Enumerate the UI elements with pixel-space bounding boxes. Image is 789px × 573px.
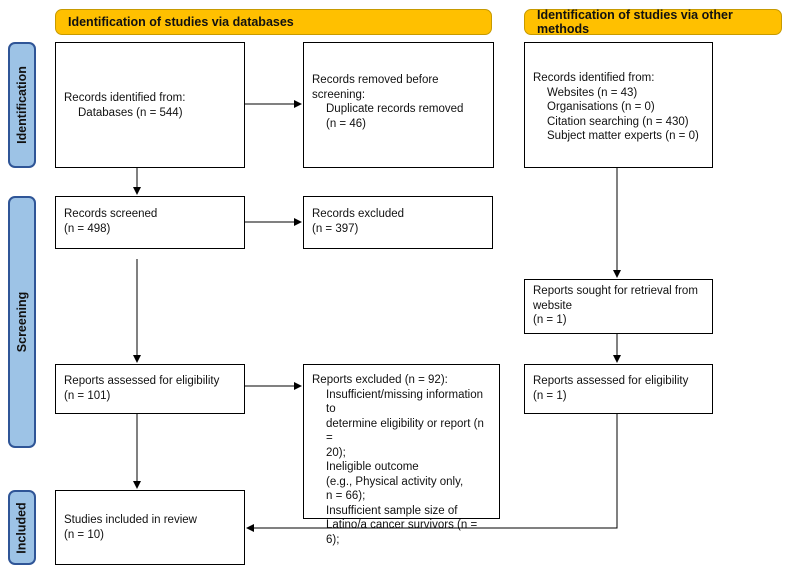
box-line: Citation searching (n = 430)	[547, 115, 689, 128]
box-line: screening:	[312, 88, 366, 101]
box-line: Websites (n = 43)	[547, 86, 638, 99]
box-line: determine eligibility or report (n =	[326, 417, 484, 445]
box-line: Records excluded	[312, 208, 405, 220]
records-excluded-box: Records excluded (n = 397)	[303, 196, 493, 249]
box-line: (n = 397)	[312, 222, 359, 235]
box-line: Records removed before	[312, 74, 439, 86]
studies-included-box: Studies included in review (n = 10)	[55, 490, 245, 565]
phase-identification-label: Identification	[15, 66, 29, 144]
box-line: (n = 1)	[533, 314, 567, 326]
box-line: (n = 10)	[64, 528, 104, 541]
box-line: Organisations (n = 0)	[547, 101, 655, 113]
box-line: Duplicate records removed	[326, 103, 464, 115]
phase-identification: Identification	[8, 42, 36, 168]
records-screened-box: Records screened (n = 498)	[55, 196, 245, 249]
box-line: Reports sought for retrieval from	[533, 285, 698, 297]
box-line: (n = 101)	[64, 389, 111, 402]
box-line: 20);	[326, 446, 346, 459]
phase-screening: Screening	[8, 196, 36, 448]
box-line: Studies included in review	[64, 514, 197, 526]
reports-assessed-databases-box: Reports assessed for eligibility (n = 10…	[55, 364, 245, 414]
box-line: Records screened	[64, 208, 158, 220]
box-line: Records identified from:	[64, 92, 186, 104]
records-identified-databases-box: Records identified from: Databases (n = …	[55, 42, 245, 168]
box-line: (n = 46)	[326, 117, 366, 130]
box-line: (n = 498)	[64, 222, 111, 235]
records-identified-other-box: Records identified from: Websites (n = 4…	[524, 42, 713, 168]
header-databases: Identification of studies via databases	[55, 9, 492, 35]
reports-sought-box: Reports sought for retrieval from websit…	[524, 279, 713, 334]
box-line: Reports assessed for eligibility	[533, 375, 689, 387]
box-line: Records identified from:	[533, 72, 655, 84]
box-line: (n = 1)	[533, 389, 567, 402]
box-line: n = 66);	[326, 490, 366, 502]
box-line: Latino/a cancer survivors (n = 6);	[326, 519, 478, 546]
box-line: Databases (n = 544)	[78, 106, 183, 119]
box-line: Ineligible outcome	[326, 461, 419, 473]
box-line: Insufficient/missing information to	[326, 388, 484, 416]
box-line: Reports excluded (n = 92):	[312, 374, 448, 386]
phase-screening-label: Screening	[15, 291, 29, 353]
reports-excluded-box: Reports excluded (n = 92): Insufficient/…	[303, 364, 500, 546]
records-removed-box: Records removed before screening: Duplic…	[303, 42, 494, 168]
box-line: Insufficient sample size of	[326, 504, 458, 517]
reports-assessed-other-box: Reports assessed for eligibility (n = 1)	[524, 364, 713, 414]
box-line: Subject matter experts (n = 0)	[547, 130, 699, 142]
box-line: website	[533, 299, 572, 312]
box-line: (e.g., Physical activity only,	[326, 475, 464, 488]
header-other-methods: Identification of studies via other meth…	[524, 8, 782, 36]
phase-included: Included	[8, 490, 36, 565]
box-line: Reports assessed for eligibility	[64, 375, 220, 387]
phase-included-label: Included	[15, 501, 29, 554]
